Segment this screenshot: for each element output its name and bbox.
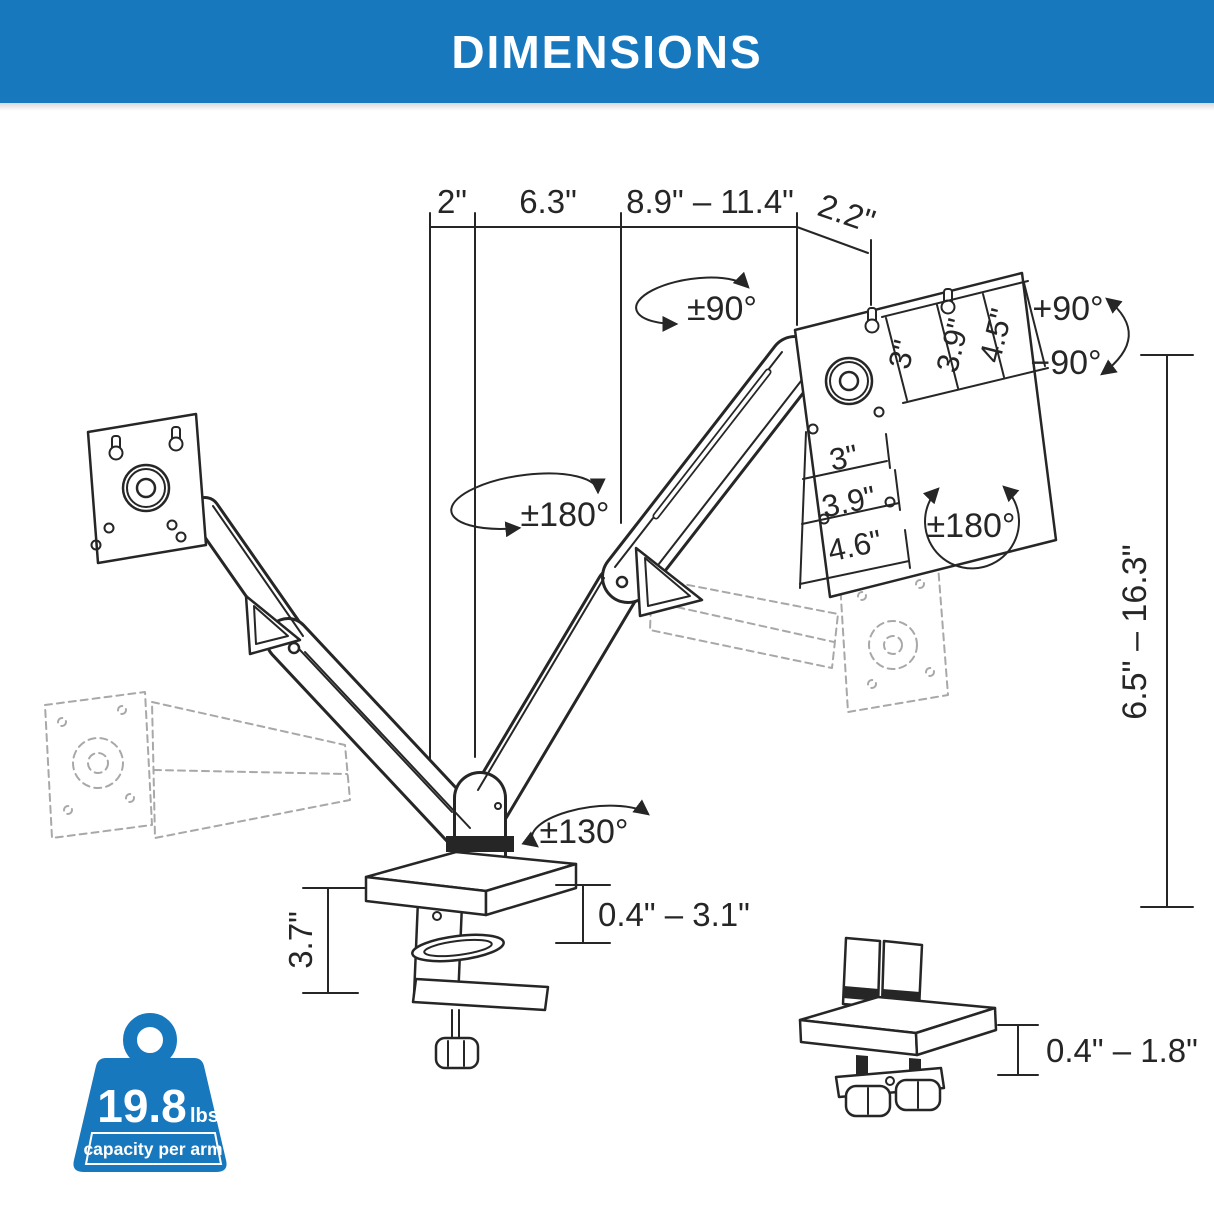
clamp-height-dimension: 3.7" [282,887,367,994]
badge-ring-icon [123,1013,177,1067]
right-vesa-plate [793,271,1058,599]
header-shadow [0,103,1214,111]
monitor-arms [189,335,822,893]
dim-top-2in: 2" [437,183,467,220]
top-dimension-lines: 2" 6.3" 8.9" – 11.4" 2.2" [429,183,880,768]
badge-caption: capacity per arm [83,1139,222,1159]
dim-grommet-desk-range: 0.4" – 1.8" [1046,1032,1198,1069]
dim-height-range: 6.5" – 16.3" [1116,544,1154,719]
ghost-right-arm-position [649,564,949,713]
grommet-desk-thickness-dimension: 0.4" – 1.8" [997,1024,1198,1076]
dim-clamp-height: 3.7" [282,911,319,969]
dim-clamp-desk-range: 0.4" – 3.1" [598,896,750,933]
page-title: DIMENSIONS [451,25,763,78]
clamp-desk-thickness-dimension: 0.4" – 3.1" [555,884,750,944]
desk-clamp-base [364,850,578,1070]
weight-capacity-badge: 19.8 lbs capacity per arm [73,1013,227,1172]
rot-arm-swivel: ±90° [687,290,757,328]
rot-tilt-down: −90° [1030,344,1101,382]
ghost-left-arm-position [44,691,351,839]
left-vesa-plate [86,412,208,565]
badge-weight-unit: lbs [190,1105,219,1127]
dim-top-extension-range: 8.9" – 11.4" [626,183,794,220]
weight-icon [73,1058,227,1172]
rot-plate-rotation: ±180° [927,507,1016,545]
grommet-mount-base [798,936,998,1118]
height-range-dimension: 6.5" – 16.3" [1116,354,1194,908]
badge-caption-outline [84,1132,223,1165]
dim-top-2-2in: 2.2" [813,186,880,240]
header-bar: DIMENSIONS [0,0,1214,103]
rot-tilt-up: +90° [1032,290,1103,328]
rot-elbow-swivel: ±180° [521,496,610,534]
badge-weight-value: 19.8 [97,1080,187,1132]
rotation-annotations: ±90° ±180° ±130° ±180° +90° −90° [450,271,1130,851]
dim-top-6-3in: 6.3" [519,183,577,220]
rot-base-swivel: ±130° [540,813,629,851]
